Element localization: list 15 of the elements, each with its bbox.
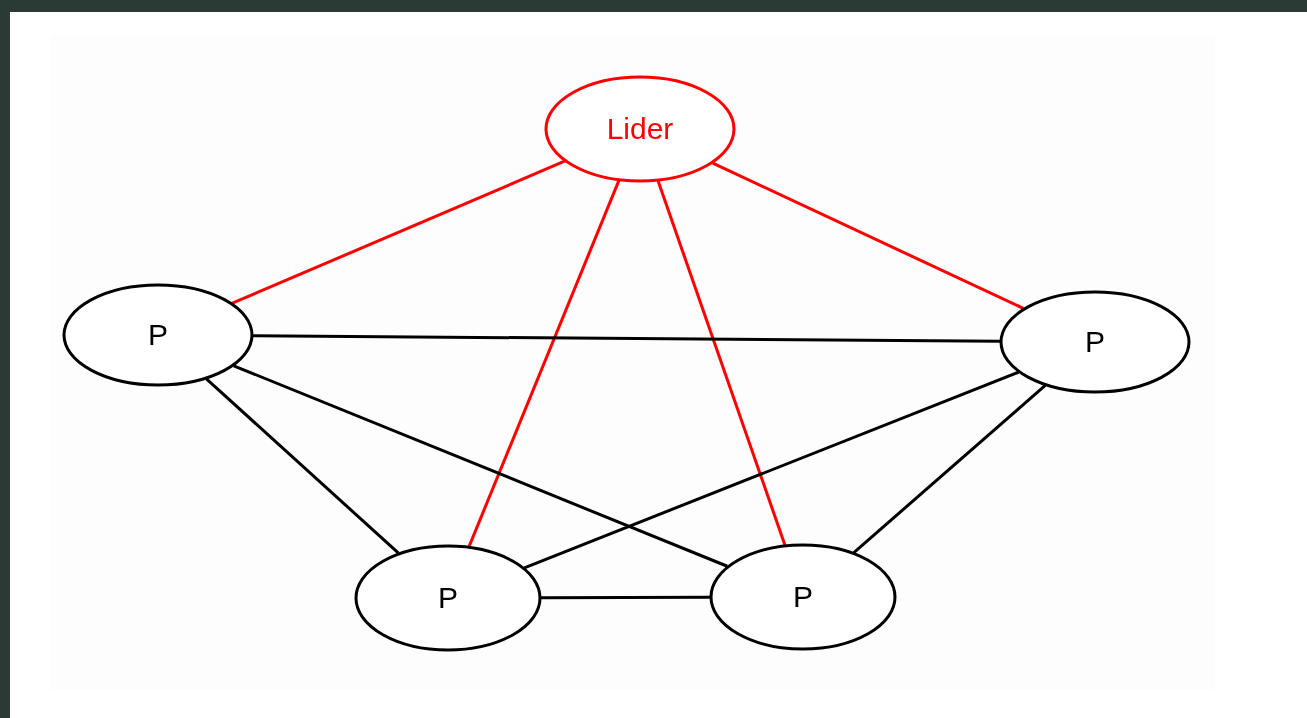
node-label: P [793, 582, 813, 612]
node-label: P [438, 583, 458, 613]
connector-line [252, 334, 1001, 343]
connector-line [231, 159, 566, 305]
connector-line [523, 370, 1020, 570]
node-label: Lider [606, 114, 674, 144]
connector-line [205, 377, 400, 555]
connector-line [656, 180, 787, 546]
connector-line [467, 180, 621, 547]
connector-line [233, 364, 728, 568]
connector-line [712, 161, 1025, 310]
node-label: P [148, 320, 168, 350]
connector-line [852, 384, 1047, 554]
connector-line [541, 595, 710, 600]
node-label: P [1085, 327, 1105, 357]
